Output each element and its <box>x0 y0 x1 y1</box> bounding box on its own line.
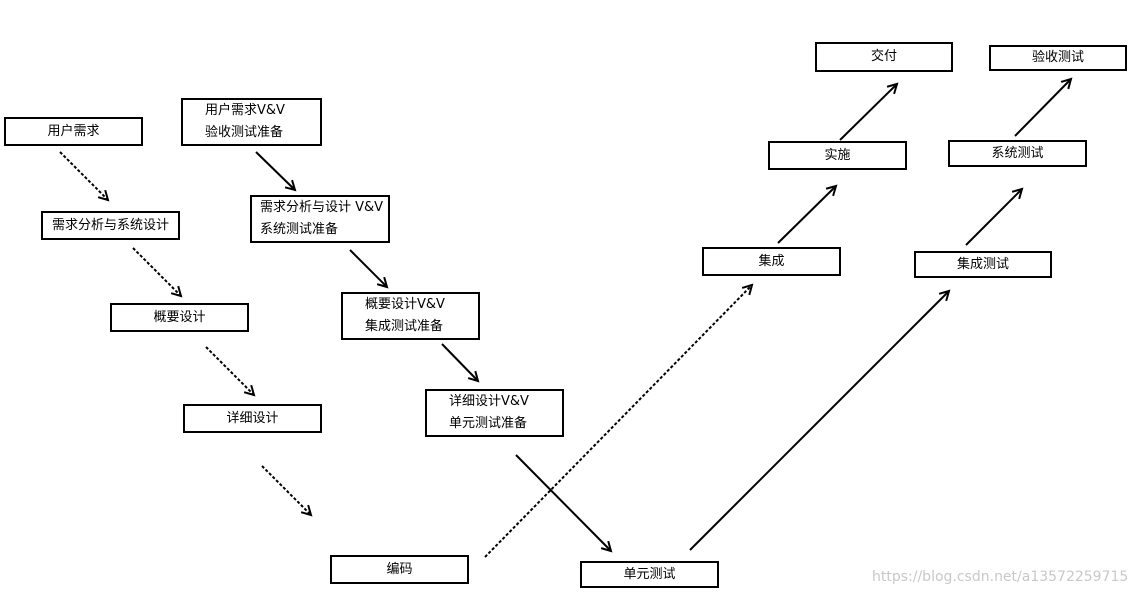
label: 详细设计 <box>226 410 279 426</box>
box-outline-design: 概要设计 <box>110 303 249 332</box>
label: 编码 <box>386 561 413 577</box>
box-outline-design-vv: 概要设计V&V 集成测试准备 <box>341 292 480 340</box>
label-line2: 验收测试准备 <box>205 125 284 140</box>
watermark: https://blog.csdn.net/a13572259715 <box>872 569 1129 585</box>
box-unit-test: 单元测试 <box>580 561 719 588</box>
arrow-user-req-vv-to-req-analysis-vv <box>255 151 295 190</box>
arrow-outline-to-detail <box>205 346 254 395</box>
box-system-test: 系统测试 <box>948 140 1087 167</box>
box-implementation: 实施 <box>768 141 907 170</box>
box-integration-test: 集成测试 <box>914 251 1052 278</box>
arrow-req-analysis-to-outline <box>132 247 181 296</box>
label-line2: 系统测试准备 <box>260 222 339 237</box>
box-requirements-analysis: 需求分析与系统设计 <box>41 211 180 240</box>
label: 实施 <box>824 147 851 163</box>
arrow-detail-to-coding <box>261 465 311 515</box>
arrow-integration-to-implementation <box>777 186 836 244</box>
box-delivery: 交付 <box>815 42 953 72</box>
label-line1: 用户需求V&V <box>205 103 285 118</box>
arrow-outline-vv-to-detail-vv <box>441 343 478 381</box>
arrow-integration-test-to-system-test <box>965 189 1022 246</box>
label-line1: 需求分析与设计 V&V <box>260 200 384 215</box>
box-acceptance-test: 验收测试 <box>989 45 1127 71</box>
arrow-unit-test-to-integration-test <box>689 291 949 551</box>
label: 验收测试 <box>1031 50 1084 65</box>
label: 需求分析与系统设计 <box>51 217 169 233</box>
box-requirements-analysis-vv: 需求分析与设计 V&V 系统测试准备 <box>250 195 390 243</box>
arrow-user-req-to-req-analysis <box>59 151 108 200</box>
arrow-req-analysis-vv-to-outline-vv <box>349 249 387 287</box>
label-line1: 概要设计V&V <box>365 297 445 312</box>
label-line2: 集成测试准备 <box>365 319 444 334</box>
label: 概要设计 <box>153 309 206 325</box>
label-line1: 详细设计V&V <box>449 394 529 409</box>
box-integration: 集成 <box>702 247 841 276</box>
box-detailed-design: 详细设计 <box>183 404 322 433</box>
label: 交付 <box>870 49 897 64</box>
label: 集成 <box>758 253 785 269</box>
box-detailed-design-vv: 详细设计V&V 单元测试准备 <box>425 389 564 437</box>
label: 用户需求 <box>47 123 100 139</box>
label: 集成测试 <box>956 256 1009 272</box>
label: 系统测试 <box>991 145 1044 161</box>
label-line2: 单元测试准备 <box>449 416 528 431</box>
arrow-system-test-to-acceptance-test <box>1014 79 1071 137</box>
box-coding: 编码 <box>330 555 469 584</box>
arrow-coding-to-integration <box>484 285 752 558</box>
arrow-implementation-to-delivery <box>839 84 897 141</box>
box-user-requirements-vv: 用户需求V&V 验收测试准备 <box>181 98 322 146</box>
arrow-detail-vv-to-unit-test <box>515 454 611 551</box>
box-user-requirements: 用户需求 <box>4 117 143 146</box>
label: 单元测试 <box>623 566 676 582</box>
